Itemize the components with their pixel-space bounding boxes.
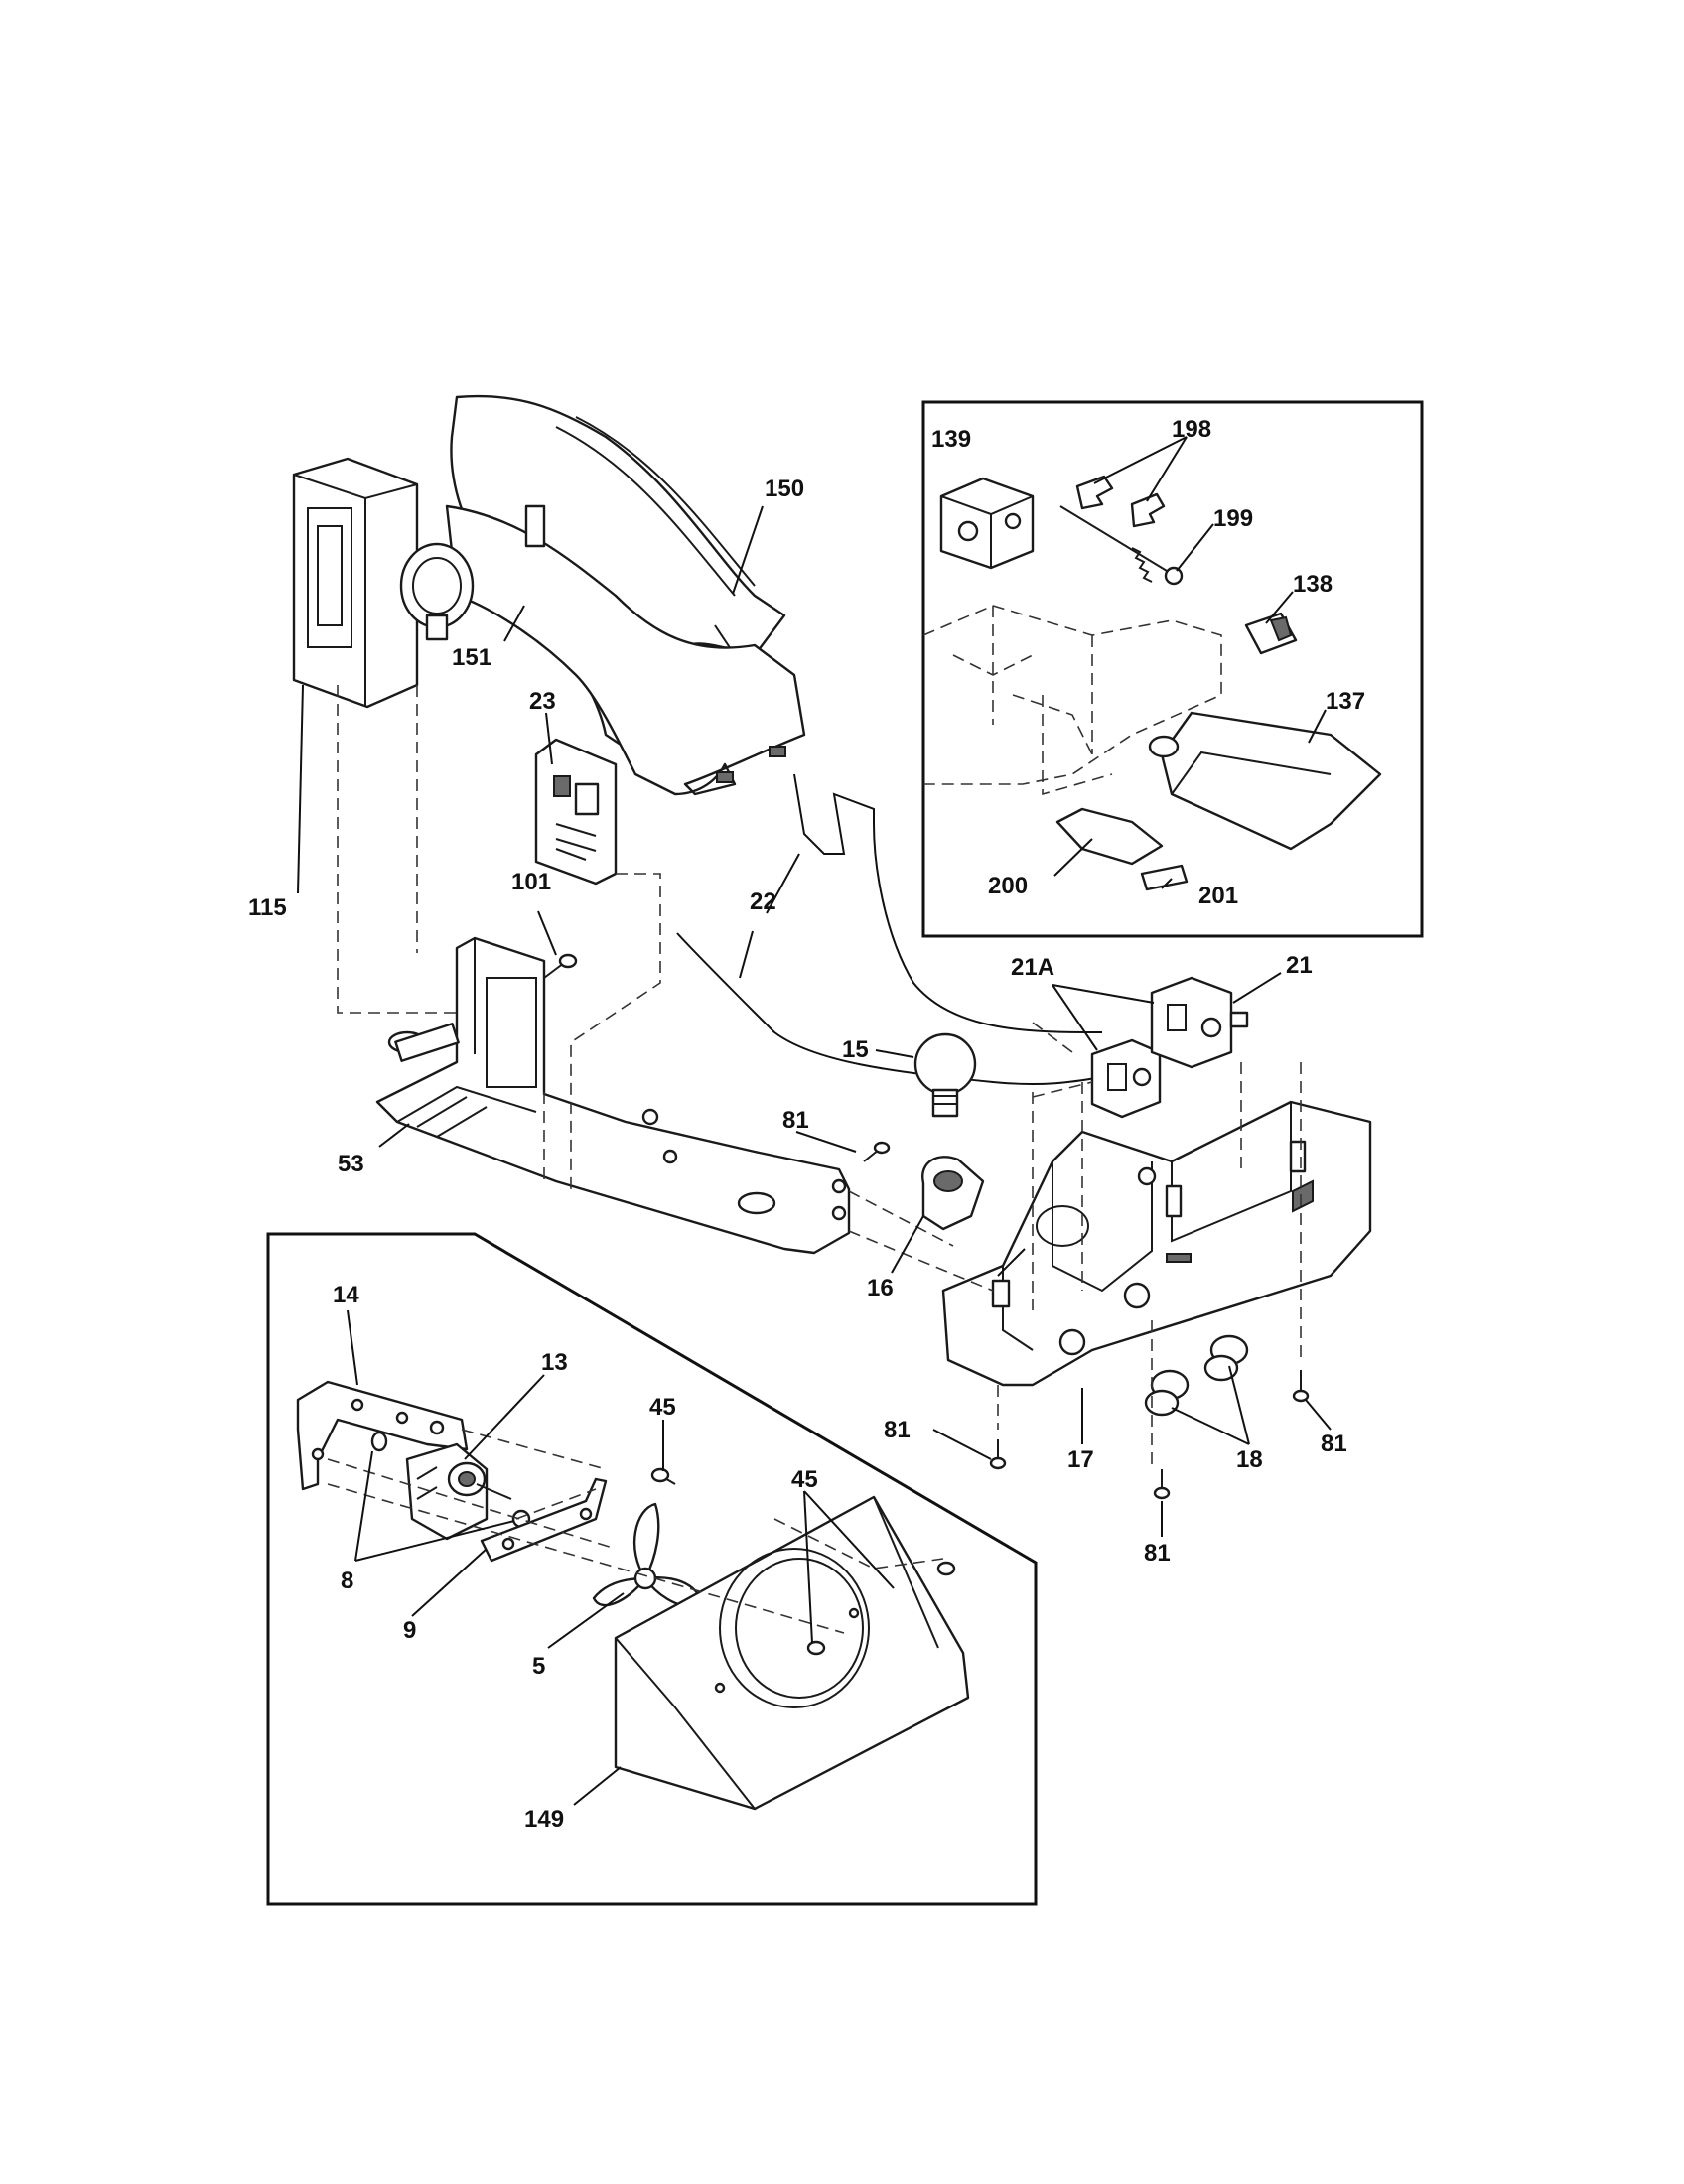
fan-motor-13 xyxy=(405,1442,512,1541)
ghost-housing-outline xyxy=(922,605,1222,796)
callout-151: 151 xyxy=(452,644,491,671)
assembly-guide-lines xyxy=(327,685,1302,1634)
lamp-bulb-15 xyxy=(913,1032,977,1118)
callout-139: 139 xyxy=(931,426,971,453)
screw-81-middle xyxy=(1153,1469,1171,1500)
callout-200: 200 xyxy=(988,873,1028,899)
callout-81-upper: 81 xyxy=(782,1107,809,1134)
callout-15: 15 xyxy=(842,1036,869,1063)
switch-21 xyxy=(1150,976,1249,1069)
callout-201: 201 xyxy=(1198,883,1238,909)
callout-115: 115 xyxy=(248,894,287,921)
callout-21A: 21A xyxy=(1011,954,1054,981)
callout-16: 16 xyxy=(867,1275,894,1301)
dispenser-lever-137 xyxy=(1148,711,1382,851)
callout-138: 138 xyxy=(1293,571,1333,598)
control-board-23 xyxy=(534,738,618,886)
callout-150: 150 xyxy=(765,476,804,502)
mounting-bracket-53 xyxy=(375,936,851,1255)
callout-labels: 150 151 23 115 101 22 21A 21 15 81 53 16… xyxy=(248,416,1365,1833)
callout-9: 9 xyxy=(403,1617,416,1644)
callout-81-right: 81 xyxy=(1321,1431,1347,1457)
callout-199: 199 xyxy=(1213,505,1253,532)
screw-45-upper xyxy=(650,1467,676,1485)
screw-81-upper xyxy=(863,1141,891,1162)
fan-bracket-14 xyxy=(296,1380,469,1491)
screw-81-right xyxy=(1292,1370,1310,1403)
screw-101 xyxy=(543,953,578,979)
knob-18-a xyxy=(1203,1334,1249,1382)
label-201 xyxy=(1140,864,1189,891)
callout-8: 8 xyxy=(341,1568,353,1594)
screw-45-shroud xyxy=(806,1561,956,1656)
knob-18-b xyxy=(1144,1369,1190,1417)
callout-14: 14 xyxy=(333,1282,359,1308)
callout-23: 23 xyxy=(529,688,556,715)
callout-81-middle: 81 xyxy=(1144,1540,1171,1567)
switch-21A xyxy=(1090,1038,1162,1119)
lever-housing-139 xyxy=(939,477,1035,570)
callout-149: 149 xyxy=(524,1806,564,1833)
callout-101: 101 xyxy=(511,869,551,895)
lamp-socket-16 xyxy=(921,1156,985,1231)
callout-137: 137 xyxy=(1326,688,1365,715)
inset-frame-fan-assembly xyxy=(266,1232,1038,1906)
callout-45-lower: 45 xyxy=(791,1466,818,1493)
clip-138 xyxy=(1244,612,1298,655)
screw-81-left xyxy=(989,1439,1007,1470)
spring-rod-199 xyxy=(1059,505,1184,586)
callout-21: 21 xyxy=(1286,952,1313,979)
callout-18: 18 xyxy=(1236,1446,1263,1473)
chute-housing-151 xyxy=(445,504,806,796)
clip-198 xyxy=(1075,475,1166,528)
callout-45-upper: 45 xyxy=(649,1394,676,1421)
leader-lines xyxy=(297,436,1332,1806)
callout-13: 13 xyxy=(541,1349,568,1376)
dispenser-housing-17 xyxy=(941,1100,1372,1387)
fan-shroud-149 xyxy=(614,1495,970,1811)
inset-frame-dispenser-lever xyxy=(921,400,1424,938)
fan-bracket-9 xyxy=(480,1477,608,1563)
callout-53: 53 xyxy=(338,1151,364,1177)
grommets-8 xyxy=(370,1431,531,1529)
callout-17: 17 xyxy=(1067,1446,1094,1473)
wire-harness-22 xyxy=(676,773,1103,1086)
pad-200 xyxy=(1055,807,1164,866)
callout-5: 5 xyxy=(532,1653,545,1680)
callout-22: 22 xyxy=(750,888,776,915)
fan-blade-5 xyxy=(592,1502,702,1610)
actuator-motor-115 xyxy=(292,457,475,709)
callout-81-left: 81 xyxy=(884,1417,911,1443)
callout-198: 198 xyxy=(1172,416,1211,443)
